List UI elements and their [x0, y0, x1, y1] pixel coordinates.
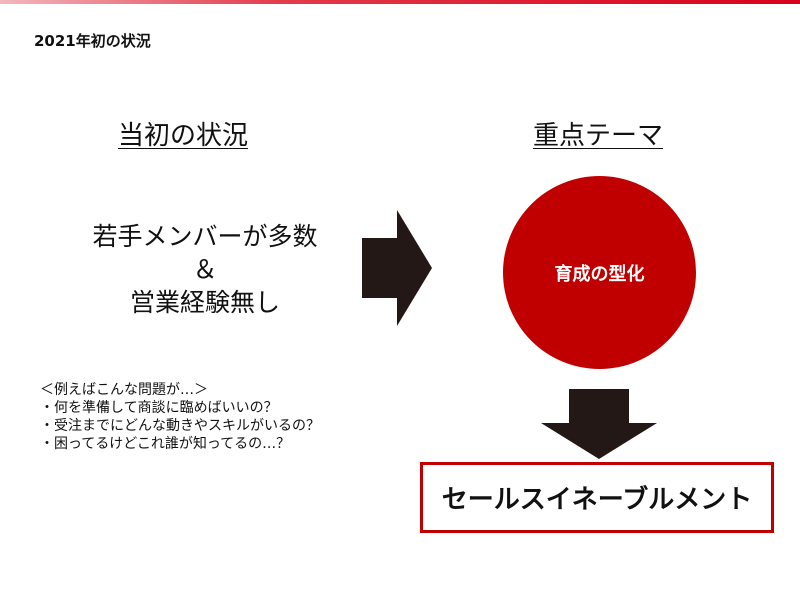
situation-text: 若手メンバーが多数 ＆ 営業経験無し	[30, 220, 380, 319]
current-situation-heading: 当初の状況	[118, 121, 249, 151]
situation-line: 営業経験無し	[129, 288, 280, 317]
theme-circle: 育成の型化	[503, 176, 696, 369]
situation-line: ＆	[192, 255, 218, 284]
result-box: セールスイネーブルメント	[420, 462, 774, 533]
example-problems: ＜例えばこんな問題が…＞ ・何を準備して商談に臨めばいいの？ ・受注までにどんな…	[40, 381, 320, 453]
example-line: ・何を準備して商談に臨めばいいの？	[40, 400, 278, 416]
theme-label: 育成の型化	[554, 263, 645, 285]
result-label: セールスイネーブルメント	[441, 485, 753, 515]
focus-theme-heading: 重点テーマ	[533, 121, 664, 151]
top-accent-bar	[0, 0, 800, 4]
example-line: ＜例えばこんな問題が…＞	[40, 382, 208, 398]
situation-line: 若手メンバーが多数	[92, 222, 318, 251]
arrow-down-icon	[541, 389, 657, 459]
slide-title: 2021年初の状況	[34, 32, 151, 50]
arrow-right-icon	[362, 210, 432, 326]
example-line: ・困ってるけどこれ誰が知ってるの…？	[40, 436, 291, 452]
example-line: ・受注までにどんな動きやスキルがいるの？	[40, 418, 320, 434]
